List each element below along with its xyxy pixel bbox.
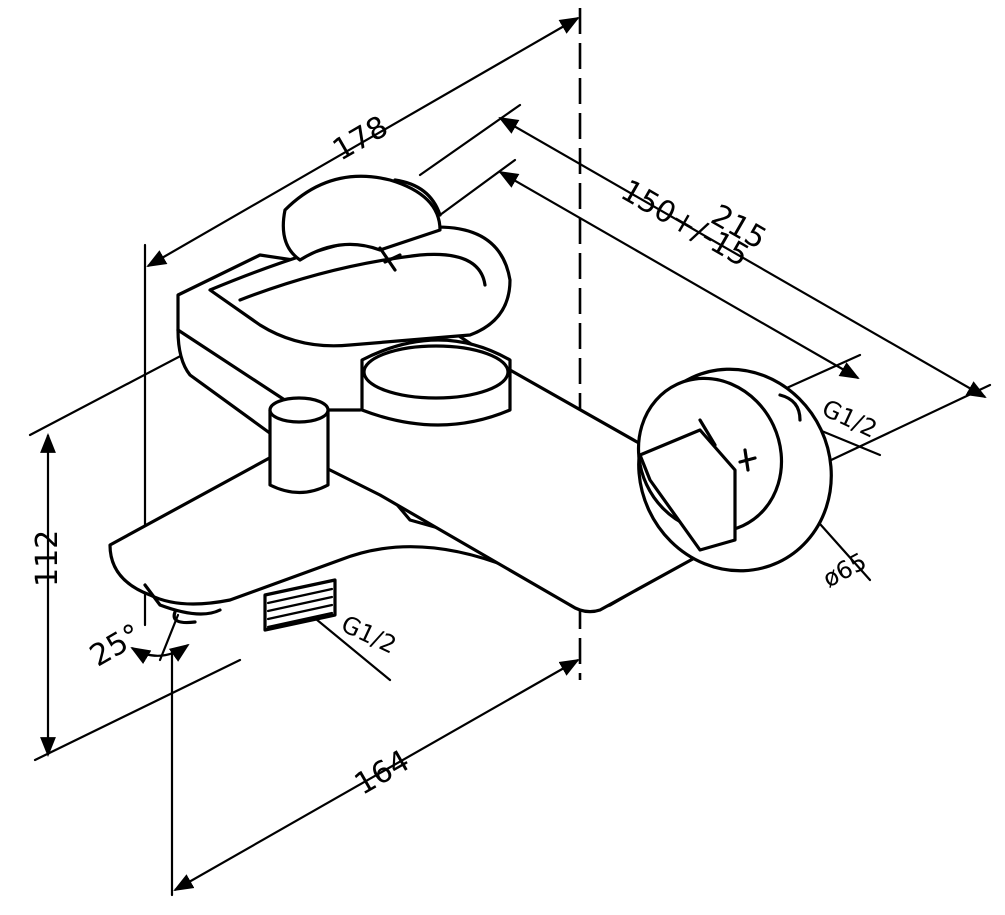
label-112: 112 (30, 530, 65, 587)
dim-150-line (498, 171, 860, 379)
dim-angle-arc (130, 643, 190, 665)
dimension-lines (40, 17, 987, 891)
label-178: 178 (327, 109, 394, 168)
dim-178-line (146, 17, 580, 267)
label-diameter: ø65 (818, 547, 871, 593)
faucet-body (108, 174, 833, 632)
left-eccentric (281, 174, 442, 262)
outlet-thread (263, 578, 337, 632)
label-164: 164 (349, 743, 416, 802)
label-angle: 25° (84, 617, 148, 674)
label-thread-inlet: G1/2 (818, 394, 882, 444)
dim-164-line (173, 659, 580, 891)
label-thread-outlet: G1/2 (337, 610, 401, 660)
